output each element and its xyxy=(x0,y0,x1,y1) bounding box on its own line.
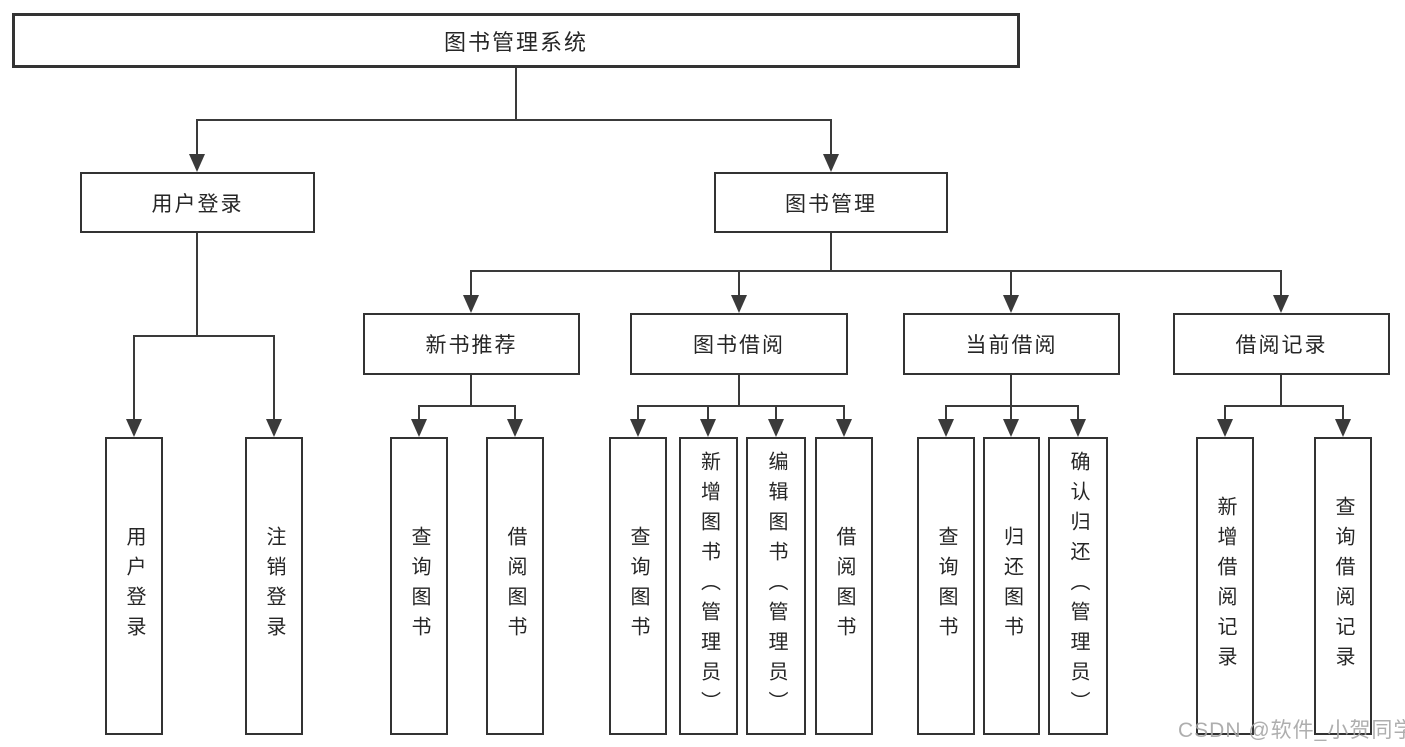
arrow-down-icon xyxy=(507,419,523,437)
arrow-down-icon xyxy=(938,419,954,437)
arrow-down-icon xyxy=(411,419,427,437)
connector-arrow-stem xyxy=(1010,271,1012,301)
connector-arrow-stem xyxy=(196,120,198,160)
leaf-confirm-return-admin: 确认归还（管理员） xyxy=(1048,437,1108,735)
arrow-down-icon xyxy=(1217,419,1233,437)
connector-arrow-stem xyxy=(1077,406,1079,425)
leaf-return-books: 归还图书 xyxy=(983,437,1040,735)
arrow-down-icon xyxy=(463,295,479,313)
connector-horizontal-line xyxy=(637,405,845,407)
arrow-down-icon xyxy=(768,419,784,437)
connector-arrow-stem xyxy=(738,271,740,301)
connector-vertical-line xyxy=(830,233,832,272)
connector-horizontal-line xyxy=(1224,405,1344,407)
leaf-query-borrow-record: 查询借阅记录 xyxy=(1314,437,1372,735)
node-borrowing-records: 借阅记录 xyxy=(1173,313,1390,375)
csdn-watermark: CSDN @软件_小贺同学 xyxy=(1178,719,1405,742)
connector-arrow-stem xyxy=(637,406,639,425)
node-current-borrowing: 当前借阅 xyxy=(903,313,1120,375)
connector-arrow-stem xyxy=(273,336,275,425)
connector-horizontal-line xyxy=(945,405,1079,407)
connector-arrow-stem xyxy=(945,406,947,425)
leaf-add-borrow-record: 新增借阅记录 xyxy=(1196,437,1254,735)
connector-horizontal-line xyxy=(196,119,832,121)
node-book-management: 图书管理 xyxy=(714,172,948,233)
connector-arrow-stem xyxy=(1280,271,1282,301)
leaf-add-book-admin: 新增图书（管理员） xyxy=(679,437,738,735)
arrow-down-icon xyxy=(630,419,646,437)
leaf-borrow-books: 借阅图书 xyxy=(815,437,873,735)
node-new-book-recommendation: 新书推荐 xyxy=(363,313,580,375)
leaf-edit-book-admin: 编辑图书（管理员） xyxy=(746,437,806,735)
leaf-borrow-books-recommend: 借阅图书 xyxy=(486,437,544,735)
arrow-down-icon xyxy=(1003,295,1019,313)
connector-arrow-stem xyxy=(133,336,135,425)
connector-vertical-line xyxy=(470,375,472,407)
connector-vertical-line xyxy=(738,375,740,407)
connector-horizontal-line xyxy=(470,270,1282,272)
arrow-down-icon xyxy=(823,154,839,172)
connector-arrow-stem xyxy=(843,406,845,425)
arrow-down-icon xyxy=(731,295,747,313)
connector-arrow-stem xyxy=(775,406,777,425)
connector-arrow-stem xyxy=(1342,406,1344,425)
connector-arrow-stem xyxy=(707,406,709,425)
node-book-borrowing: 图书借阅 xyxy=(630,313,848,375)
arrow-down-icon xyxy=(1335,419,1351,437)
leaf-logout: 注销登录 xyxy=(245,437,303,735)
arrow-down-icon xyxy=(1273,295,1289,313)
arrow-down-icon xyxy=(126,419,142,437)
arrow-down-icon xyxy=(189,154,205,172)
connector-arrow-stem xyxy=(514,406,516,425)
connector-horizontal-line xyxy=(418,405,516,407)
connector-vertical-line xyxy=(196,233,198,337)
connector-vertical-line xyxy=(1010,375,1012,407)
connector-horizontal-line xyxy=(133,335,275,337)
arrow-down-icon xyxy=(836,419,852,437)
node-user-login: 用户登录 xyxy=(80,172,315,233)
arrow-down-icon xyxy=(1003,419,1019,437)
node-library-management-system: 图书管理系统 xyxy=(12,13,1020,68)
leaf-user-login: 用户登录 xyxy=(105,437,163,735)
connector-arrow-stem xyxy=(1224,406,1226,425)
connector-vertical-line xyxy=(1280,375,1282,407)
connector-arrow-stem xyxy=(418,406,420,425)
arrow-down-icon xyxy=(266,419,282,437)
arrow-down-icon xyxy=(700,419,716,437)
leaf-query-books-recommend: 查询图书 xyxy=(390,437,448,735)
connector-vertical-line xyxy=(515,68,517,121)
leaf-query-books-current: 查询图书 xyxy=(917,437,975,735)
leaf-query-books-borrowing: 查询图书 xyxy=(609,437,667,735)
arrow-down-icon xyxy=(1070,419,1086,437)
connector-arrow-stem xyxy=(830,120,832,160)
connector-arrow-stem xyxy=(470,271,472,301)
connector-arrow-stem xyxy=(1010,406,1012,425)
